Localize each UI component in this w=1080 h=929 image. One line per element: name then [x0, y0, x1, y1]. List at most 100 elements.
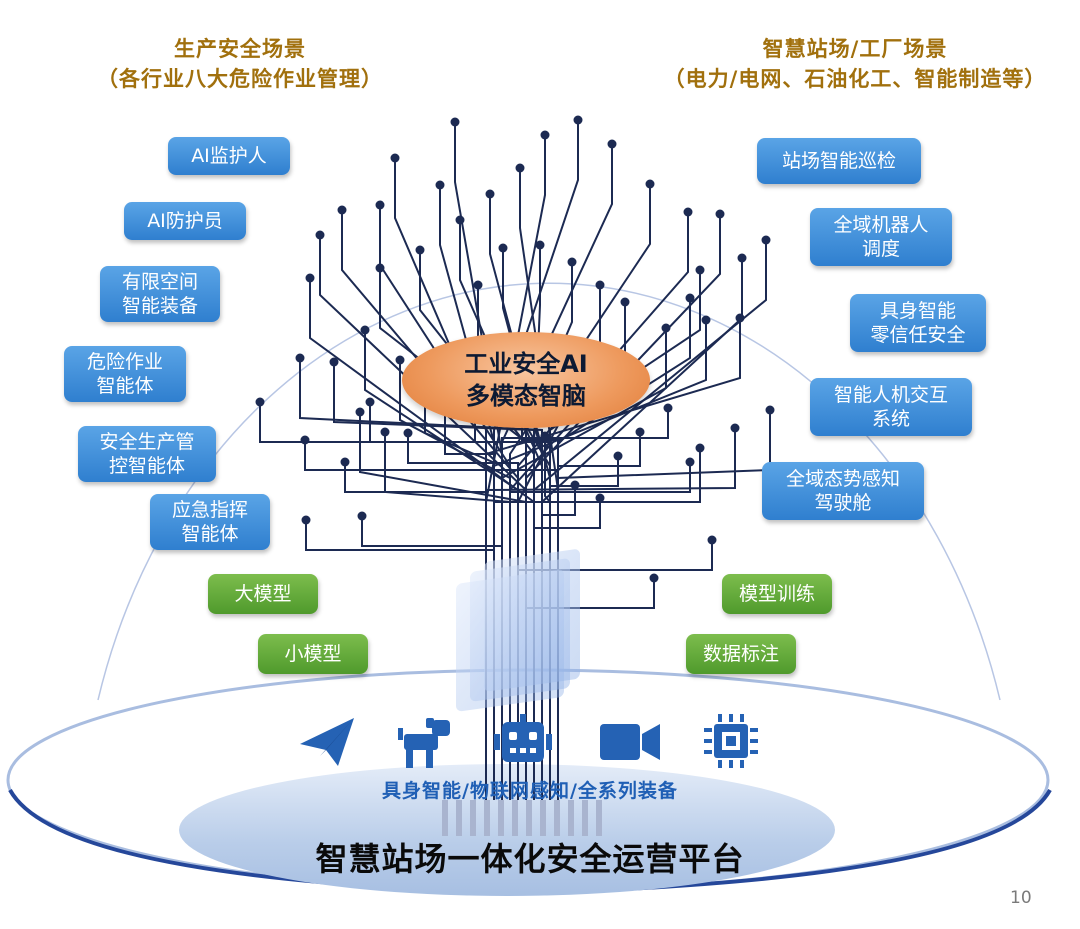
branch-line — [444, 405, 495, 560]
branch-node — [255, 397, 265, 407]
branch-node — [357, 511, 367, 521]
branch-line — [557, 432, 641, 560]
ai-brain-line1: 工业安全AI — [464, 350, 588, 378]
header-right-line2: （电力/电网、石油化工、智能制造等） — [663, 67, 1047, 91]
branch-node — [695, 443, 705, 453]
left-item-confined-space[interactable]: 有限空间 智能装备 — [100, 266, 220, 322]
branch-node — [540, 431, 550, 441]
platform-title: 智慧站场一体化安全运营平台 — [315, 840, 745, 878]
branch-node — [498, 243, 508, 253]
chip-icon — [704, 714, 758, 768]
branch-node — [695, 265, 705, 275]
devices-subtitle: 具身智能/物联网感知/全系列装备 — [382, 780, 678, 802]
branch-node — [337, 205, 347, 215]
branch-node — [730, 423, 740, 433]
platform-disc — [179, 764, 835, 896]
robot-dog-icon — [398, 718, 450, 768]
branch-node — [661, 323, 671, 333]
branch-node — [707, 535, 717, 545]
branch-node — [435, 180, 445, 190]
header-left: 生产安全场景 （各行业八大危险作业管理） — [60, 34, 420, 94]
branch-node — [403, 428, 413, 438]
branch-node — [573, 115, 583, 125]
branch-node — [567, 257, 577, 267]
header-left-line1: 生产安全场景 — [174, 37, 306, 61]
branch-node — [395, 355, 405, 365]
video-camera-icon — [600, 724, 660, 760]
right-item-robot-dispatch[interactable]: 全域机器人 调度 — [810, 208, 952, 266]
branch-node — [315, 230, 325, 240]
robot-head-icon — [494, 714, 552, 762]
branch-node — [390, 153, 400, 163]
header-left-line2: （各行业八大危险作业管理） — [97, 67, 383, 91]
model-left-large[interactable]: 大模型 — [208, 574, 318, 614]
branch-node — [300, 435, 310, 445]
branch-node — [701, 315, 711, 325]
branch-node — [455, 215, 465, 225]
branch-node — [595, 493, 605, 503]
branch-node — [635, 427, 645, 437]
glass-panels — [456, 549, 580, 712]
branch-node — [613, 451, 623, 461]
branch-node — [450, 117, 460, 127]
branch-node — [360, 325, 370, 335]
branch-node — [620, 297, 630, 307]
branch-node — [540, 130, 550, 140]
left-item-hazard-agent[interactable]: 危险作业 智能体 — [64, 346, 186, 402]
branch-node — [535, 240, 545, 250]
branch-node — [375, 200, 385, 210]
branch-node — [685, 293, 695, 303]
branch-node — [649, 573, 659, 583]
branch-line — [333, 362, 535, 560]
branch-line — [305, 520, 495, 560]
branch-node — [685, 457, 695, 467]
header-right: 智慧站场/工厂场景 （电力/电网、石油化工、智能制造等） — [640, 34, 1070, 94]
branch-node — [375, 263, 385, 273]
branch-node — [380, 427, 390, 437]
paper-plane-icon — [300, 718, 354, 766]
page-number: 10 — [1010, 888, 1032, 908]
model-right-annotation[interactable]: 数据标注 — [686, 634, 796, 674]
right-item-hci-system[interactable]: 智能人机交互 系统 — [810, 378, 972, 436]
branch-node — [663, 403, 673, 413]
ai-brain-line2: 多模态智脑 — [466, 382, 586, 410]
branch-node — [737, 253, 747, 263]
branch-node — [515, 163, 525, 173]
branch-node — [607, 139, 617, 149]
branch-line — [364, 330, 519, 560]
branch-line — [361, 516, 503, 560]
branch-node — [765, 405, 775, 415]
header-right-line1: 智慧站场/工厂场景 — [762, 37, 948, 61]
branch-node — [340, 457, 350, 467]
left-item-safety-control-agent[interactable]: 安全生产管 控智能体 — [78, 426, 216, 482]
branch-node — [301, 515, 311, 525]
ai-brain[interactable]: 工业安全AI 多模态智脑 — [402, 332, 650, 428]
right-item-situation-cockpit[interactable]: 全域态势感知 驾驶舱 — [762, 462, 924, 520]
branch-node — [365, 397, 375, 407]
left-item-emergency-agent[interactable]: 应急指挥 智能体 — [150, 494, 270, 550]
branch-node — [715, 209, 725, 219]
model-left-small[interactable]: 小模型 — [258, 634, 368, 674]
right-item-station-inspection[interactable]: 站场智能巡检 — [757, 138, 921, 184]
left-item-ai-guardian[interactable]: AI监护人 — [168, 137, 290, 175]
branch-node — [473, 280, 483, 290]
branch-node — [485, 189, 495, 199]
branch-node — [735, 313, 745, 323]
branch-line — [549, 456, 619, 560]
branch-line — [359, 412, 527, 560]
branch-node — [355, 407, 365, 417]
right-item-zero-trust[interactable]: 具身智能 零信任安全 — [850, 294, 986, 352]
branch-node — [415, 245, 425, 255]
branch-line — [369, 402, 543, 560]
platform-bars — [442, 800, 602, 836]
branch-node — [595, 280, 605, 290]
branch-node — [329, 357, 339, 367]
branch-node — [295, 353, 305, 363]
branch-node — [570, 480, 580, 490]
branch-node — [305, 273, 315, 283]
left-item-ai-protector[interactable]: AI防护员 — [124, 202, 246, 240]
branch-node — [645, 179, 655, 189]
model-right-training[interactable]: 模型训练 — [722, 574, 832, 614]
branch-node — [761, 235, 771, 245]
